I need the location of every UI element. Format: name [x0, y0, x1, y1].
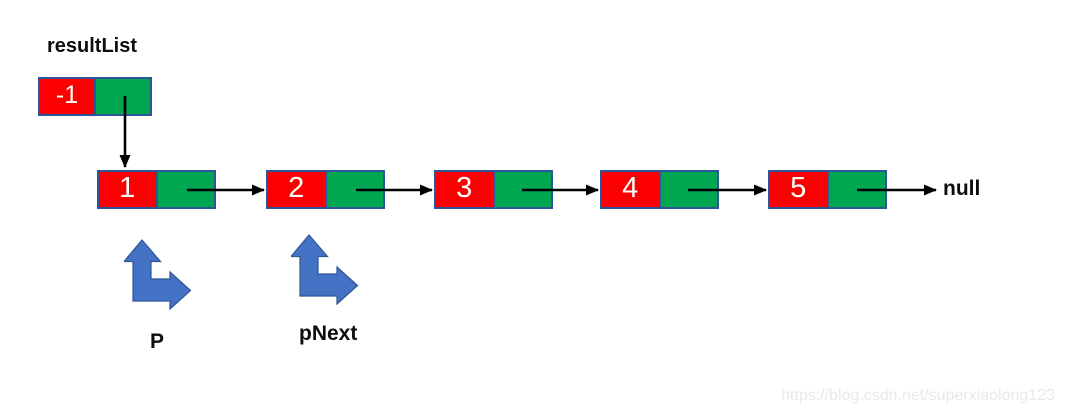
head-node-pointer-cell: [96, 79, 150, 114]
result-list-label: resultList: [47, 35, 138, 57]
head-node-value: -1: [40, 79, 96, 114]
node-value-cell: 2: [268, 172, 327, 207]
null-terminator-label: null: [943, 177, 981, 200]
list-node-5: 5: [768, 170, 887, 209]
list-node-4: 4: [600, 170, 719, 209]
list-node-2: 2: [266, 170, 385, 209]
node-value-cell: 4: [602, 172, 661, 207]
head-node: -1: [38, 77, 152, 116]
pnext-pointer-arrow-icon: [291, 234, 359, 305]
node-pointer-cell: [660, 172, 717, 207]
watermark-text: https://blog.csdn.net/superxiaolong123: [781, 387, 1055, 404]
list-node-1: 1: [97, 170, 216, 209]
node-pointer-cell: [828, 172, 885, 207]
node-value-cell: 5: [770, 172, 829, 207]
node-pointer-cell: [157, 172, 214, 207]
node-pointer-cell: [326, 172, 383, 207]
node-value-cell: 3: [436, 172, 495, 207]
pnext-pointer-label: pNext: [299, 322, 358, 345]
list-node-3: 3: [434, 170, 553, 209]
node-pointer-cell: [494, 172, 551, 207]
p-pointer-arrow-icon: [124, 239, 192, 310]
p-pointer-label: P: [150, 330, 165, 353]
node-value-cell: 1: [99, 172, 158, 207]
